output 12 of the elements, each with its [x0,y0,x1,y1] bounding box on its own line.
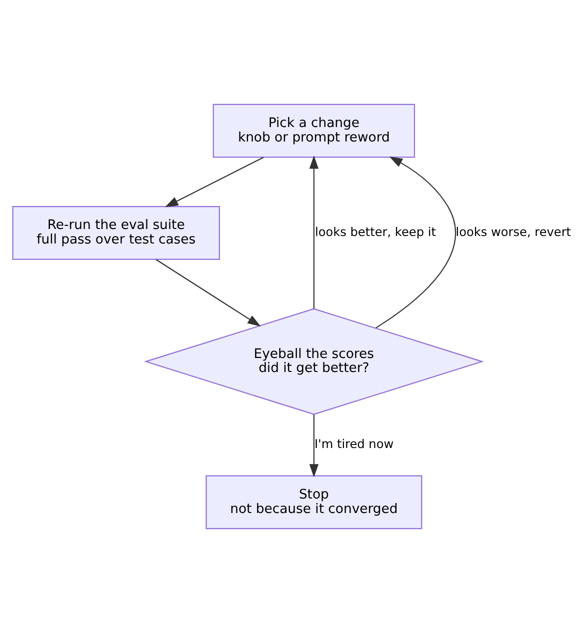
edge-label: looks worse, revert [456,224,572,239]
edge-label: I'm tired now [314,436,394,451]
arrow [376,156,456,328]
arrow [309,414,319,477]
node-box: Re-run the eval suite full pass over test cases [12,206,220,260]
arrow [309,155,319,308]
node-box: Pick a change knob or prompt reword [212,103,416,158]
arrow [156,258,261,326]
node-diamond: Eyeball the scores did it get better? [144,308,484,414]
node-box: Stop not because it converged [206,474,422,529]
arrow [164,156,264,207]
edge-label: looks better, keep it [315,224,436,239]
